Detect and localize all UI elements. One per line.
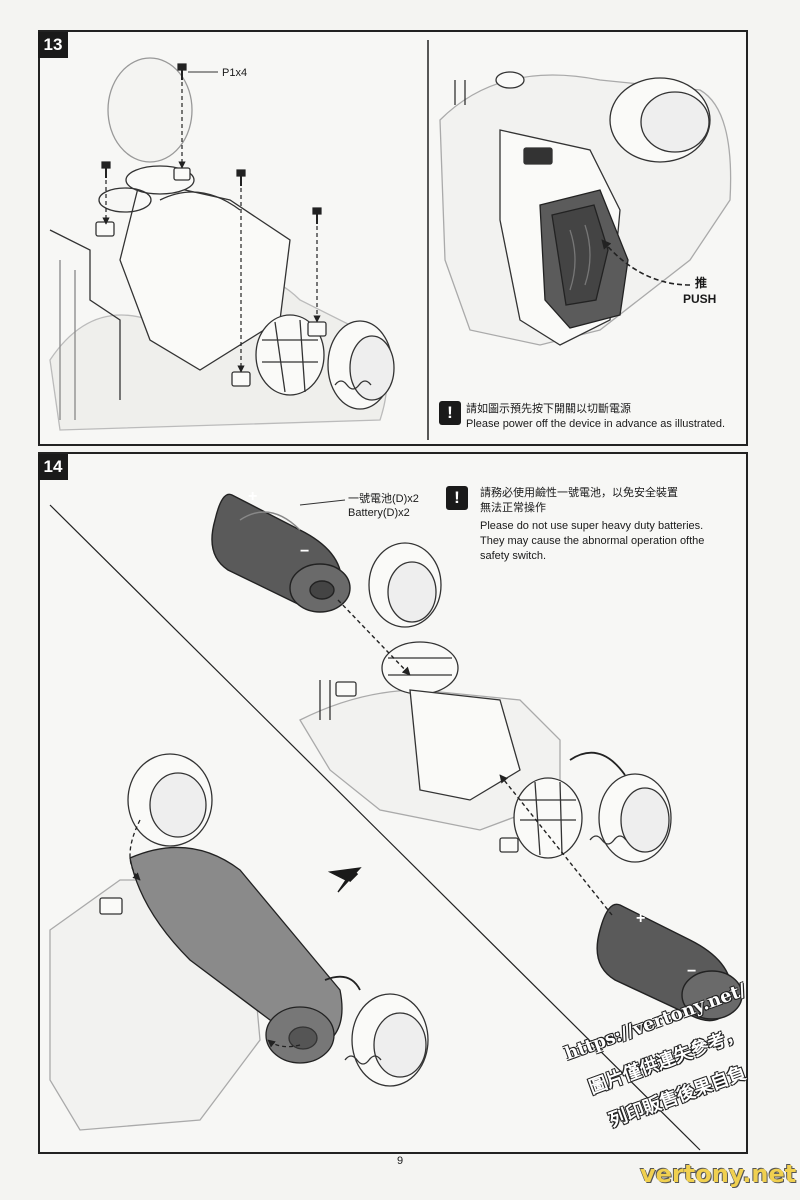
step-13-warning-en: Please power off the device in advance a… bbox=[466, 418, 726, 430]
battery-d-icon-upper bbox=[211, 493, 411, 676]
step-13-badge: 13 bbox=[38, 32, 68, 58]
battery-plus-sign: + bbox=[636, 910, 646, 927]
step-14-badge: 14 bbox=[38, 454, 68, 480]
step-14-warning-en-3: safety switch. bbox=[480, 550, 547, 562]
battery-label-zh: 一號電池(D)x2 bbox=[348, 493, 419, 505]
battery-insertion-illustration bbox=[299, 542, 672, 863]
battery-plus-sign: + bbox=[248, 488, 258, 505]
screw-icons bbox=[101, 63, 322, 373]
screw-size-label: P1x4 bbox=[222, 67, 248, 79]
step-14-warning-zh-1: 請務必使用鹼性一號電池，以免安全裝置 bbox=[480, 487, 678, 499]
step-13-warning-zh: 請如圖示預先按下開關以切斷電源 bbox=[466, 403, 631, 415]
warning-icon: ! bbox=[446, 486, 468, 510]
battery-label-en: Battery(D)x2 bbox=[348, 507, 410, 519]
gearbox-screw-illustration bbox=[49, 57, 395, 431]
step-14-warning-zh-2: 無法正常操作 bbox=[480, 502, 546, 514]
push-label-en: PUSH bbox=[683, 292, 717, 306]
step-14-warning-en-2: They may cause the abnormal operation of… bbox=[480, 535, 705, 547]
warning-icon: ! bbox=[439, 401, 461, 425]
battery-minus-sign: − bbox=[687, 963, 697, 980]
push-label-zh: 推 bbox=[695, 276, 708, 290]
step-14-warning-en-1: Please do not use super heavy duty batte… bbox=[480, 520, 704, 532]
battery-minus-sign: − bbox=[300, 543, 310, 560]
assembled-gearbox-illustration bbox=[49, 753, 429, 1131]
power-switch-illustration bbox=[439, 71, 732, 346]
page-number: 9 bbox=[396, 1155, 404, 1167]
watermark-brand: vertony.net bbox=[640, 1160, 797, 1188]
battery-d-icon-lower bbox=[499, 774, 743, 1022]
